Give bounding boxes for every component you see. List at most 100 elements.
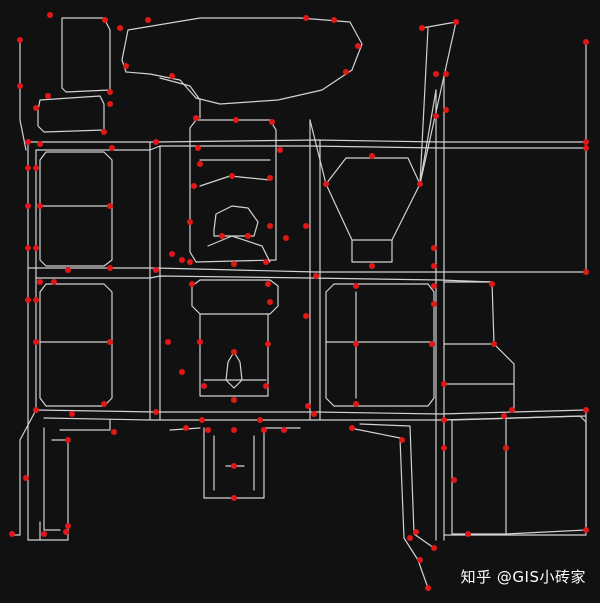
node bbox=[33, 105, 39, 111]
node bbox=[431, 245, 437, 251]
node bbox=[195, 145, 201, 151]
node bbox=[431, 283, 437, 289]
node bbox=[25, 245, 31, 251]
node bbox=[189, 281, 195, 287]
road-arterial-y278 bbox=[35, 275, 493, 283]
node bbox=[33, 407, 39, 413]
node bbox=[313, 273, 319, 279]
node bbox=[583, 139, 589, 145]
node bbox=[145, 17, 151, 23]
node bbox=[419, 25, 425, 31]
road-west-block-b bbox=[39, 283, 113, 407]
node bbox=[123, 63, 129, 69]
road-north-oval bbox=[121, 17, 363, 105]
node bbox=[231, 397, 237, 403]
node bbox=[33, 245, 39, 251]
node bbox=[303, 15, 309, 21]
node bbox=[205, 427, 211, 433]
node bbox=[219, 233, 225, 239]
node bbox=[425, 585, 431, 591]
node bbox=[583, 269, 589, 275]
node bbox=[453, 19, 459, 25]
node bbox=[583, 145, 589, 151]
node bbox=[153, 267, 159, 273]
road-north-oval-inner bbox=[159, 77, 201, 119]
node bbox=[257, 417, 263, 423]
node bbox=[101, 129, 107, 135]
node bbox=[509, 407, 515, 413]
node bbox=[399, 437, 405, 443]
watermark-label: 知乎 @GIS小砖家 bbox=[460, 568, 586, 586]
node bbox=[41, 531, 47, 537]
node bbox=[443, 71, 449, 77]
node bbox=[25, 297, 31, 303]
node bbox=[153, 409, 159, 415]
node bbox=[191, 183, 197, 189]
road-south-feeder-b bbox=[359, 423, 435, 549]
node bbox=[45, 93, 51, 99]
road-ne-inner-lower bbox=[351, 239, 393, 263]
node bbox=[101, 401, 107, 407]
node bbox=[107, 203, 113, 209]
node bbox=[117, 25, 123, 31]
node bbox=[37, 141, 43, 147]
node bbox=[199, 417, 205, 423]
road-central-mid-block bbox=[191, 279, 279, 315]
node bbox=[283, 235, 289, 241]
node bbox=[63, 529, 69, 535]
node bbox=[263, 383, 269, 389]
node bbox=[353, 401, 359, 407]
road-left-spine bbox=[27, 139, 41, 541]
node bbox=[491, 341, 497, 347]
node bbox=[231, 495, 237, 501]
road-far-left-spine bbox=[11, 149, 37, 536]
node bbox=[343, 69, 349, 75]
node bbox=[231, 261, 237, 267]
node bbox=[65, 267, 71, 273]
road-left-column-north bbox=[19, 39, 27, 151]
road-arterial-y148 bbox=[35, 145, 587, 151]
node bbox=[229, 173, 235, 179]
node bbox=[501, 413, 507, 419]
node bbox=[323, 181, 329, 187]
road-arterial-y268 bbox=[27, 267, 587, 273]
node bbox=[265, 281, 271, 287]
road-central-eye bbox=[225, 351, 243, 389]
node bbox=[109, 145, 115, 151]
node bbox=[17, 83, 23, 89]
node bbox=[417, 181, 423, 187]
road-ne-spokes bbox=[419, 21, 457, 185]
node bbox=[233, 117, 239, 123]
node bbox=[69, 411, 75, 417]
node bbox=[265, 341, 271, 347]
road-nw-block-top bbox=[37, 95, 105, 133]
node bbox=[165, 339, 171, 345]
node bbox=[169, 251, 175, 257]
node bbox=[183, 425, 189, 431]
node bbox=[263, 259, 269, 265]
node bbox=[197, 161, 203, 167]
node bbox=[431, 301, 437, 307]
node bbox=[201, 383, 207, 389]
node bbox=[65, 523, 71, 529]
road-ne-diagonal-right bbox=[419, 89, 437, 185]
road-central-mid-long bbox=[199, 313, 269, 397]
node bbox=[417, 557, 423, 563]
node bbox=[443, 107, 449, 113]
node bbox=[369, 153, 375, 159]
node bbox=[261, 427, 267, 433]
node bbox=[33, 165, 39, 171]
road-south-feeder-a bbox=[349, 427, 429, 589]
node bbox=[179, 257, 185, 263]
road-sw-hook-a bbox=[59, 419, 111, 431]
node bbox=[429, 341, 435, 347]
node bbox=[153, 139, 159, 145]
node bbox=[245, 233, 251, 239]
node bbox=[583, 407, 589, 413]
node bbox=[107, 339, 113, 345]
node bbox=[267, 223, 273, 229]
node bbox=[9, 531, 15, 537]
node bbox=[433, 71, 439, 77]
node bbox=[311, 411, 317, 417]
node bbox=[33, 339, 39, 345]
